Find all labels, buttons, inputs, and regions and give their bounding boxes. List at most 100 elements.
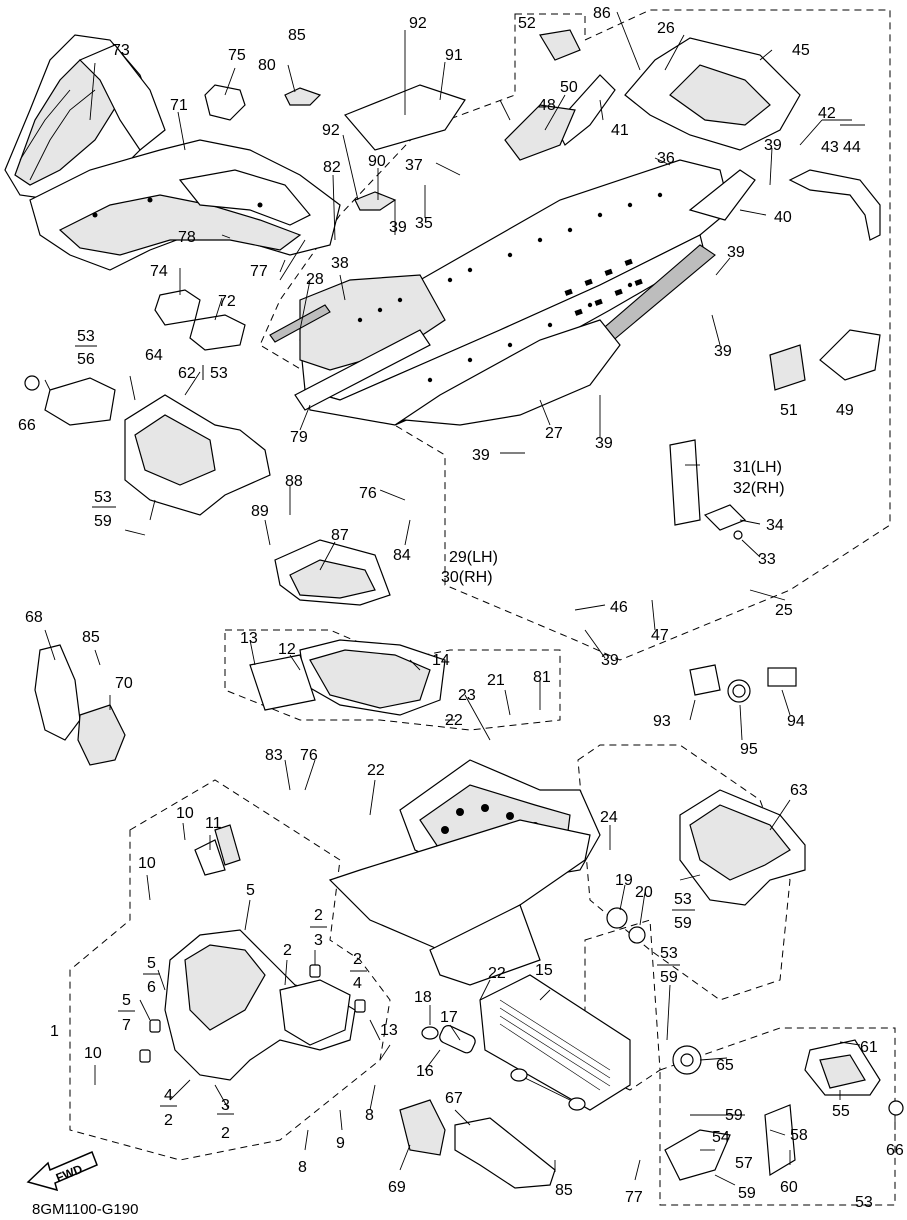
callout-41: 41 [611,122,629,139]
callout-35: 35 [415,215,433,232]
callout-24: 24 [600,809,618,826]
callout-93: 93 [653,713,671,730]
callout-61: 61 [860,1039,878,1056]
callout-10-a: 10 [176,805,194,822]
gaskets [606,664,797,944]
main-frame [269,29,801,426]
engine-cradle [249,639,601,986]
callout-72: 72 [218,293,236,310]
callout-59-e: 59 [738,1185,756,1202]
callout-53-c: 53 [94,489,112,506]
callout-19: 19 [615,872,633,889]
callout-5-c: 5 [122,992,131,1009]
tray-87 [274,539,391,606]
callout-2-d: 2 [164,1112,173,1129]
callout-44: 44 [843,139,861,156]
callout-71: 71 [170,97,188,114]
callout-30: 30(RH) [441,569,493,586]
callout-10-b: 10 [138,855,156,872]
callout-59-a: 59 [94,513,112,530]
callout-46: 46 [610,599,628,616]
callout-15: 15 [535,962,553,979]
callout-83: 83 [265,747,283,764]
callout-66-a: 66 [18,417,36,434]
callout-86: 86 [593,5,611,22]
callout-94: 94 [787,713,805,730]
callout-50: 50 [560,79,578,96]
diagram-code: 8GM1100-G190 [32,1201,138,1218]
callout-39-c: 39 [727,244,745,261]
engine-mounts [399,1099,556,1189]
callout-2-e: 2 [221,1125,230,1142]
fwd-label: FWD [54,1162,85,1185]
callout-22-c: 22 [488,965,506,982]
callout-54: 54 [712,1129,730,1146]
fwd-arrow-icon: FWD [26,1151,98,1192]
callout-10-c: 10 [84,1045,102,1062]
callout-8-a: 8 [365,1107,374,1124]
leader-lines [44,11,896,1186]
callout-53-f: 53 [855,1194,873,1211]
callout-67: 67 [445,1090,463,1107]
callout-51: 51 [780,402,798,419]
callout-20: 20 [635,884,653,901]
callout-52: 52 [518,15,536,32]
callout-84: 84 [393,547,411,564]
callout-4-b: 4 [164,1087,173,1104]
callout-59-c: 59 [660,969,678,986]
callout-48: 48 [538,97,556,114]
callout-81: 81 [533,669,551,686]
callout-89: 89 [251,503,269,520]
callout-53-e: 53 [660,945,678,962]
callout-90: 90 [368,153,386,170]
callout-5-a: 5 [246,882,255,899]
callout-25: 25 [775,602,793,619]
callout-85-b: 85 [82,629,100,646]
callout-34: 34 [766,517,784,534]
callout-2-b: 2 [283,942,292,959]
callout-2-a: 2 [314,907,323,924]
callout-70: 70 [115,675,133,692]
airbox-64 [24,375,271,516]
callout-91: 91 [445,47,463,64]
callout-47: 47 [651,627,669,644]
callout-82: 82 [323,159,341,176]
callout-28: 28 [306,271,324,288]
callout-36: 36 [657,150,675,167]
callout-75: 75 [228,47,246,64]
callout-21: 21 [487,672,505,689]
callout-53-b: 53 [210,365,228,382]
callout-43: 43 [821,139,839,156]
callout-85-c: 85 [555,1182,573,1199]
callout-77: 77 [250,263,268,280]
callout-4-a: 4 [353,975,362,992]
callout-29: 29(LH) [449,549,498,566]
callout-38: 38 [331,255,349,272]
callout-16: 16 [416,1063,434,1080]
callout-66-b: 66 [886,1142,904,1159]
callout-39-g: 39 [601,652,619,669]
callout-17: 17 [440,1009,458,1026]
callout-73: 73 [112,42,130,59]
dash-panel [29,139,341,271]
rear-plate-55 [664,1039,904,1181]
callout-77-b: 77 [625,1189,643,1206]
callout-78: 78 [178,229,196,246]
callout-88: 88 [285,473,303,490]
callout-53-d: 53 [674,891,692,908]
callout-68: 68 [25,609,43,626]
callout-74: 74 [150,263,168,280]
callout-59-b: 59 [674,915,692,932]
callout-39-b: 39 [389,219,407,236]
callout-labels: 73 75 85 80 92 91 52 86 26 45 71 50 48 4… [18,5,904,1211]
callout-85: 85 [288,27,306,44]
callout-3-b: 3 [221,1097,230,1114]
callout-37: 37 [405,157,423,174]
callout-60: 60 [780,1179,798,1196]
fraction-bars [75,119,852,1115]
callout-45: 45 [792,42,810,59]
callout-11: 11 [205,815,222,832]
callout-92: 92 [409,15,427,32]
callout-39-e: 39 [595,435,613,452]
side-panels-68-70 [34,644,126,766]
